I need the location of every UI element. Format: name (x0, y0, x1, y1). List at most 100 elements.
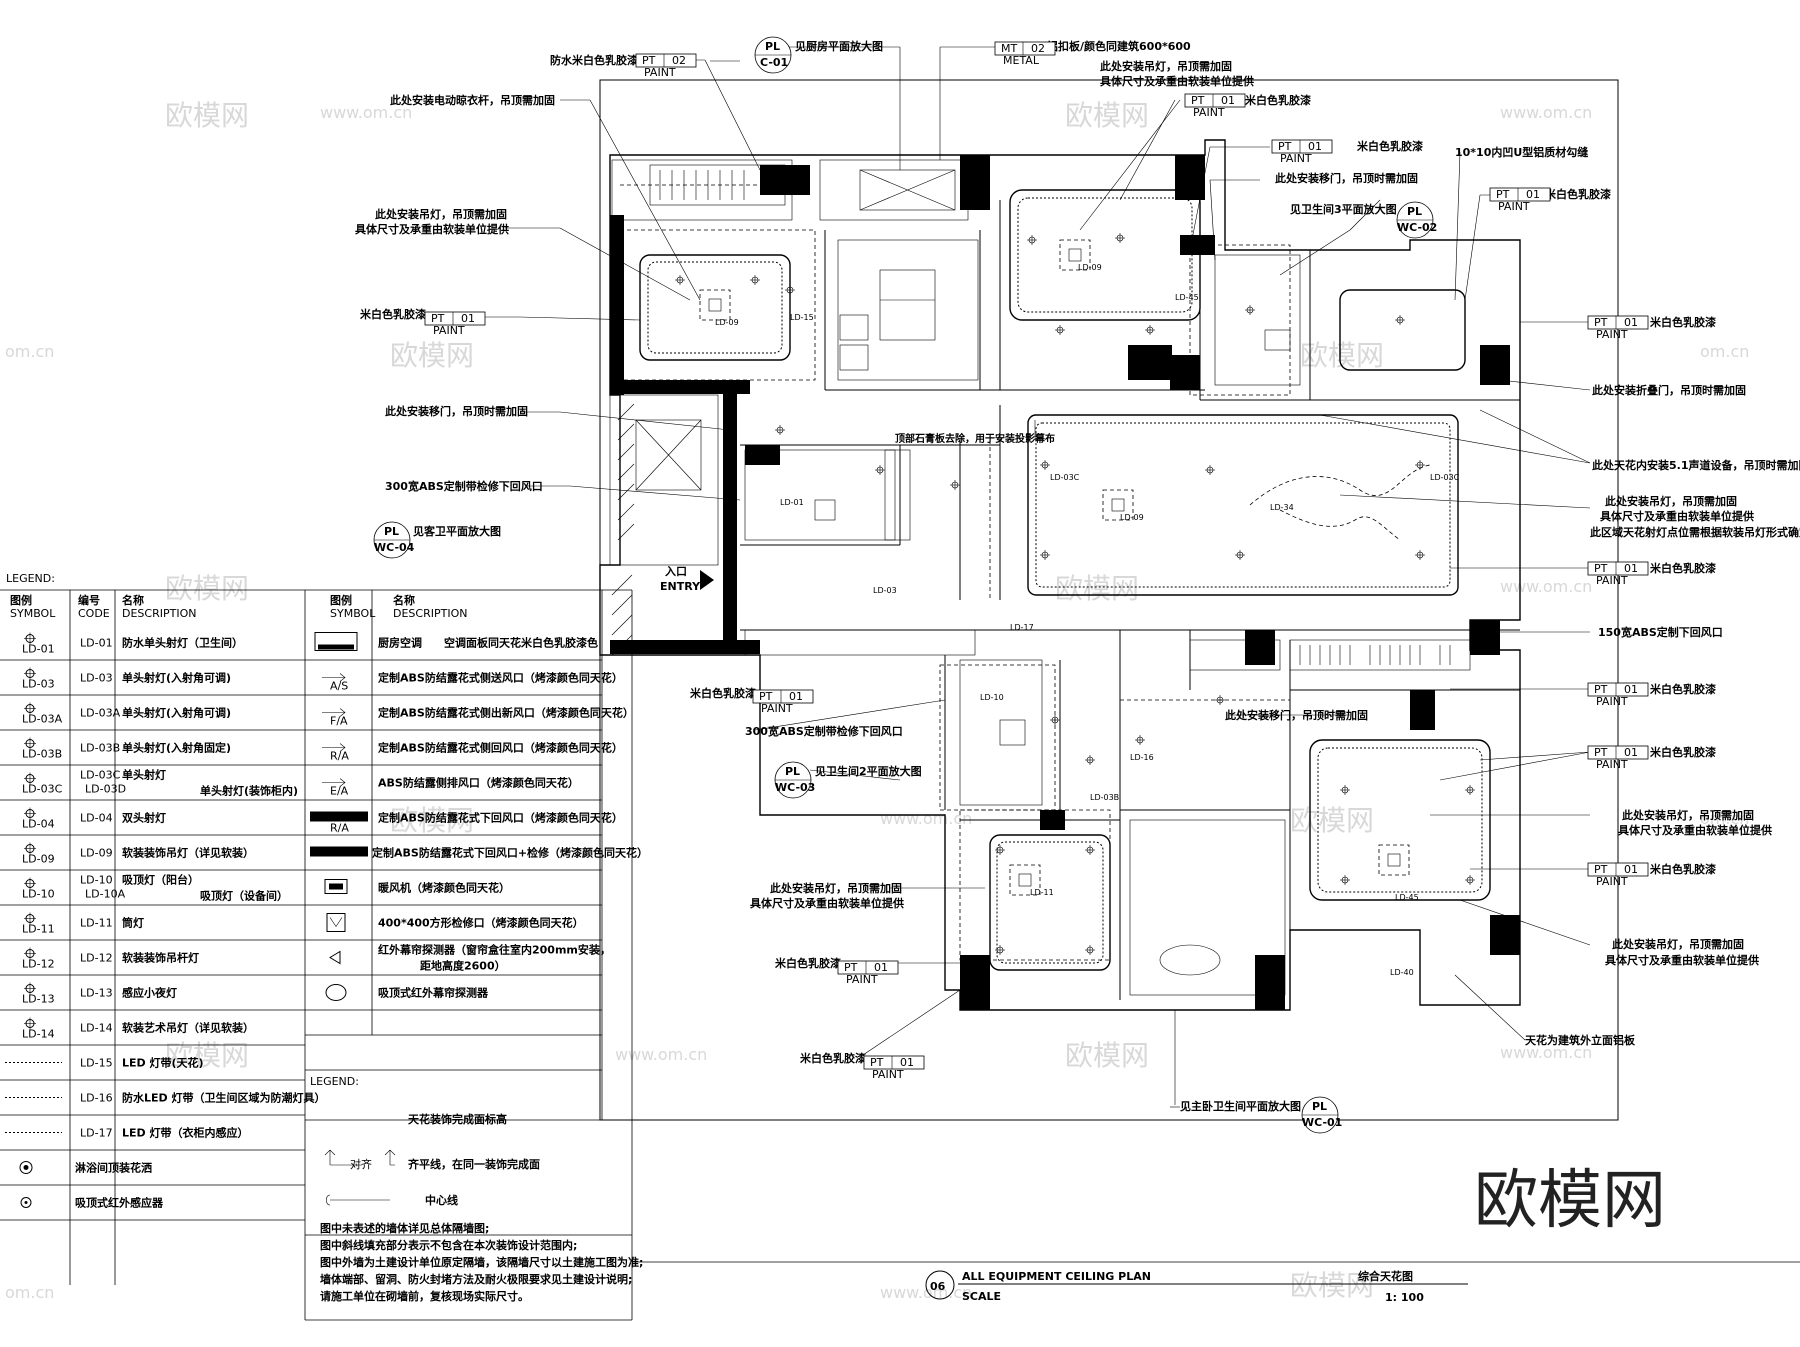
ref-wc03: PL WC-03 见卫生间2平面放大图 (774, 761, 922, 799)
ceiling-sym-0: 对齐 (350, 1157, 372, 1171)
note-left-5: 此处安装移门，吊顶时需加固 (385, 404, 528, 418)
fixture-label: LD-10 (980, 693, 1004, 702)
fixture-label: LD-09 (1078, 263, 1102, 272)
legend-row: 暖风机（烤漆颜色同天花） (324, 879, 510, 895)
tag-code: 01 (1624, 746, 1638, 759)
tag-type: PT (759, 690, 773, 703)
drawing-title-cn: 综合天花图 (1358, 1269, 1413, 1283)
light-fixture (1415, 550, 1425, 560)
legend-code: LD-09 (80, 847, 113, 860)
legend-code: LD-15 (80, 1057, 113, 1070)
light-fixture (1205, 465, 1215, 475)
note-top-1: 此处安装吊灯，吊顶需加固 (1100, 59, 1232, 73)
legend-note-0: 图中未表述的墙体详见总体隔墙图; (320, 1221, 489, 1235)
legend-desc: ABS防结露侧排风口（烤漆颜色同天花） (378, 776, 579, 790)
ref-wc04-top: PL (384, 525, 399, 538)
tag-code: 01 (1624, 863, 1638, 876)
legend-row: 淋浴间顶装花洒 (19, 1161, 152, 1175)
vent-symbol: F/A (330, 715, 348, 728)
fixture-label: LD-45 (1175, 293, 1199, 302)
light-fixture (1027, 235, 1037, 245)
tag-sub: PAINT (761, 702, 793, 715)
entry-label-cn: 入口 (665, 565, 687, 578)
light-fixture (1340, 785, 1350, 795)
watermark-url: www.om.cn (1500, 1043, 1592, 1062)
vent-symbol: R/A (330, 750, 349, 763)
tag-sub: METAL (1003, 54, 1040, 67)
legend-code: LD-04 (80, 812, 113, 825)
legend-code: LD-16 (80, 1092, 113, 1105)
note-top-6: 10*10内凹U型铝质材勾缝 (1455, 145, 1588, 159)
vent-icon (322, 708, 346, 717)
legend-desc: 感应小夜灯 (122, 986, 177, 1000)
legend-desc: LED 灯带(天花) (122, 1056, 204, 1070)
legend-desc: 暖风机（烤漆颜色同天花） (378, 881, 510, 895)
legend-row: 吸顶式红外感应器 (20, 1196, 164, 1210)
legend-symbol-label: LD-03 (22, 678, 55, 691)
legend-desc: 筒灯 (122, 916, 144, 930)
legend-code: LD-03B (80, 742, 120, 755)
legend-desc: 厨房空调 空调面板同天花米白色乳胶漆色 (378, 636, 598, 650)
note-left-3: 具体尺寸及承重由软装单位提供 (355, 222, 509, 236)
tag-code: 01 (1624, 562, 1638, 575)
note-left-11: 米白色乳胶漆 (774, 956, 841, 970)
tag-type: PT (1594, 746, 1608, 759)
legend-symbol-label: LD-01 (22, 643, 55, 656)
note-right-15: 具体尺寸及承重由软装单位提供 (1605, 953, 1759, 967)
legend-desc: 吸顶式红外感应器 (75, 1196, 164, 1210)
note-left-12: 米白色乳胶漆 (799, 1051, 866, 1065)
note-left-2: 此处安装吊灯，吊顶需加固 (375, 207, 507, 221)
legend-desc: 定制ABS防结露花式下回风口+检修（烤漆颜色同天花） (372, 846, 648, 860)
note-right-1: 此处安装折叠门，吊顶时需加固 (1592, 383, 1746, 397)
tag-type: PT (1594, 863, 1608, 876)
vent-symbol: E/A (330, 785, 349, 798)
note-right-2: 此处天花内安装5.1声道设备，吊顶时需加固 (1592, 458, 1800, 472)
watermark: 欧模网 (1290, 1269, 1374, 1302)
legend-desc: 防水单头射灯（卫生间） (122, 636, 243, 650)
light-fixture (1215, 695, 1225, 705)
fixture-label: LD-03 (873, 586, 897, 595)
light-fixture (750, 275, 760, 285)
legend-desc: 防水LED 灯带（卫生间区域为防潮灯具） (122, 1091, 325, 1105)
legend-desc: 单头射灯(入射角固定) (122, 741, 231, 755)
entry-label-en: ENTRY (660, 580, 701, 593)
watermark-url: www.om.cn (880, 1283, 972, 1302)
light-fixture (950, 480, 960, 490)
heater-icon (329, 883, 343, 890)
access-panel-icon (329, 917, 343, 928)
legend-code: LD-12 (80, 952, 113, 965)
legend-desc: 单头射灯(入射角可调) (122, 706, 231, 720)
ref-c01-top: PL (765, 40, 780, 53)
legend-symbol-label: LD-12 (22, 958, 55, 971)
tag-code: 01 (1308, 140, 1322, 153)
legend-code: LD-01 (80, 637, 113, 650)
legend-row: LD-16 防水LED 灯带（卫生间区域为防潮灯具） (5, 1091, 325, 1105)
tag-sub: PAINT (644, 66, 676, 79)
light-fixture (1340, 875, 1350, 885)
note-right-3: 此处安装吊灯，吊顶需加固 (1605, 494, 1737, 508)
note-top-3: 米白色乳胶漆 (1244, 93, 1311, 107)
light-fixture (995, 945, 1005, 955)
note-right-0: 米白色乳胶漆 (1649, 315, 1716, 329)
legend-desc: 定制ABS防结露花式下回风口（烤漆颜色同天花） (378, 811, 623, 825)
watermark-om: om.cn (5, 342, 54, 361)
heater-icon (324, 879, 348, 894)
legend-note-3: 墙体端部、留洞、防火封堵方法及耐火极限要求见土建设计说明; (320, 1272, 632, 1286)
legend-h-desc: 名称 (122, 593, 144, 607)
note-top-4: 米白色乳胶漆 (1356, 139, 1423, 153)
watermark: 欧模网 (1065, 1039, 1149, 1072)
watermark: 欧模网 (1055, 572, 1139, 605)
